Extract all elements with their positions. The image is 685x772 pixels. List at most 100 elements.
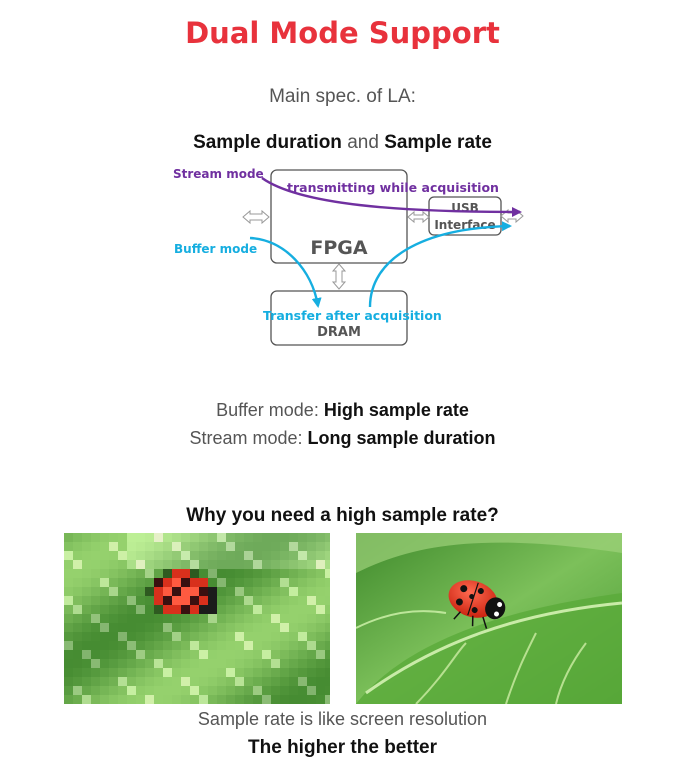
image-pixel (307, 686, 316, 695)
image-pixel (244, 659, 253, 668)
image-pixel (100, 542, 109, 551)
image-pixel (82, 614, 91, 623)
image-pixel (181, 650, 190, 659)
image-pixel (73, 551, 82, 560)
image-pixel (181, 641, 190, 650)
image-pixel (271, 677, 280, 686)
image-pixel (100, 569, 109, 578)
image-pixel (298, 551, 307, 560)
image-pixel (289, 686, 298, 695)
image-pixel (163, 677, 172, 686)
image-pixel (127, 596, 136, 605)
image-pixel (262, 542, 271, 551)
image-pixel (82, 587, 91, 596)
image-pixel (271, 569, 280, 578)
image-pixel (217, 569, 226, 578)
image-pixel (235, 542, 244, 551)
image-pixel (181, 551, 190, 560)
image-pixel (91, 650, 100, 659)
image-pixel (316, 560, 325, 569)
image-pixel (136, 614, 145, 623)
image-pixel (307, 650, 316, 659)
image-pixel (181, 614, 190, 623)
image-pixel (172, 587, 181, 596)
image-pixel (181, 686, 190, 695)
image-pixel (253, 641, 262, 650)
image-pixel (154, 614, 163, 623)
image-pixel (253, 560, 262, 569)
image-pixel (118, 659, 127, 668)
image-pixel (82, 596, 91, 605)
image-pixel (154, 623, 163, 632)
image-pixel (244, 668, 253, 677)
image-pixel (271, 659, 280, 668)
image-pixel (154, 632, 163, 641)
image-pixel (136, 533, 145, 542)
image-pixel (199, 677, 208, 686)
image-pixel (145, 650, 154, 659)
image-pixel (190, 650, 199, 659)
image-pixel (64, 659, 73, 668)
image-pixel (190, 560, 199, 569)
image-pixel (262, 686, 271, 695)
image-pixel (289, 632, 298, 641)
image-pixel (226, 632, 235, 641)
image-pixel (226, 587, 235, 596)
image-pixel (73, 677, 82, 686)
image-pixel (127, 551, 136, 560)
image-pixel (298, 659, 307, 668)
image-pixel (316, 533, 325, 542)
dual-mode-diagram: FPGA USB Interface DRAM Stream mode tran… (173, 167, 524, 346)
image-pixel (307, 596, 316, 605)
image-pixel (118, 578, 127, 587)
image-pixel (181, 668, 190, 677)
image-pixel (325, 668, 330, 677)
image-pixel (172, 686, 181, 695)
image-pixel (181, 569, 190, 578)
image-pixel (217, 605, 226, 614)
image-pixel (64, 614, 73, 623)
image-pixel (154, 641, 163, 650)
image-pixel (136, 542, 145, 551)
image-pixel (244, 641, 253, 650)
image-pixel (289, 587, 298, 596)
image-pixel (316, 587, 325, 596)
image-pixel (91, 695, 100, 704)
image-pixel (316, 578, 325, 587)
image-pixel (271, 596, 280, 605)
image-pixel (226, 650, 235, 659)
image-pixel (226, 560, 235, 569)
image-pixel (208, 632, 217, 641)
image-pixel (163, 695, 172, 704)
image-pixel (316, 623, 325, 632)
image-pixel (253, 542, 262, 551)
resolution-conclusion: The higher the better (248, 737, 437, 758)
image-pixel (253, 623, 262, 632)
image-pixel (136, 578, 145, 587)
image-pixel (64, 623, 73, 632)
image-pixel (280, 605, 289, 614)
image-pixel (82, 668, 91, 677)
image-pixel (298, 668, 307, 677)
image-pixel (190, 677, 199, 686)
image-pixel (235, 668, 244, 677)
image-pixel (145, 641, 154, 650)
image-pixel (298, 614, 307, 623)
image-pixel (64, 695, 73, 704)
image-pixel (100, 605, 109, 614)
image-pixel (325, 569, 330, 578)
image-pixel (100, 596, 109, 605)
image-pixel (217, 533, 226, 542)
image-pixel (73, 596, 82, 605)
image-pixel (280, 650, 289, 659)
image-pixel (289, 596, 298, 605)
image-pixel (163, 659, 172, 668)
image-pixel (181, 596, 190, 605)
image-pixel (235, 551, 244, 560)
image-pixel (271, 650, 280, 659)
image-pixel (127, 641, 136, 650)
image-pixel (190, 623, 199, 632)
buffer-mode-desc: Transfer after acquisition (263, 308, 442, 323)
image-pixel (271, 560, 280, 569)
image-pixel (235, 650, 244, 659)
